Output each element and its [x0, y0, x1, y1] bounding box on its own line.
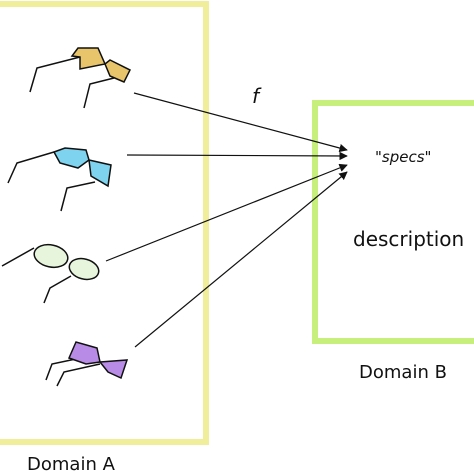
domain-a-box [0, 1, 209, 445]
mapping-arrow-4 [134, 171, 348, 348]
glasses-purple-lenses-icon [45, 341, 129, 387]
target-description-label: description [353, 227, 464, 251]
domain-b-label: Domain B [359, 362, 447, 383]
target-quote-label: "specs" [375, 148, 431, 166]
mapping-arrow-3 [105, 163, 348, 262]
target-quote-close: " [425, 148, 432, 166]
function-label: f [252, 84, 262, 108]
glasses-green-lenses-icon [1, 243, 100, 304]
domain-a-label: Domain A [27, 454, 116, 474]
mapping-arrow-1 [133, 92, 348, 153]
glasses-blue-lenses-icon [7, 147, 112, 212]
target-quote-open: " [375, 148, 382, 166]
glasses-yellow-lenses-icon [29, 47, 132, 109]
mapping-arrow-2 [126, 151, 348, 161]
domain-b-box [312, 100, 474, 344]
target-quote-word: specs [382, 148, 425, 166]
